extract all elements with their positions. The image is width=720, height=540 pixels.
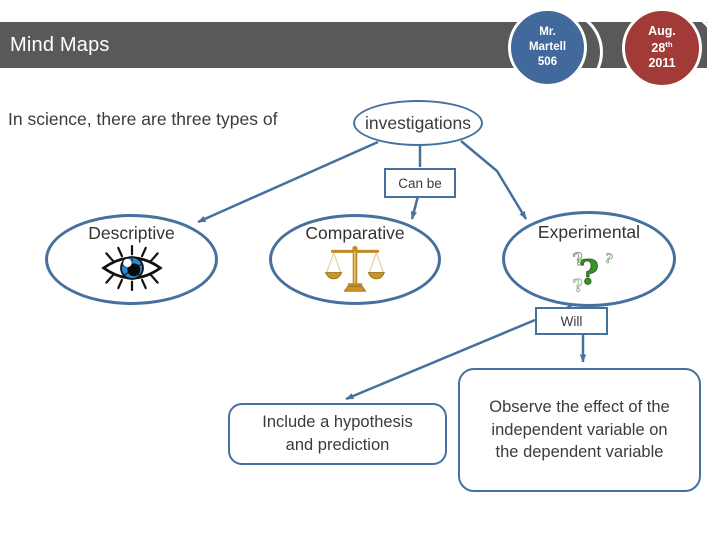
svg-text:?: ? (579, 253, 599, 293)
date-badge-year: 2011 (648, 56, 676, 71)
date-badge-month: Aug. (648, 23, 676, 38)
node-descriptive-label: Descriptive (88, 223, 175, 243)
ordinal-suffix: th (665, 39, 673, 49)
node-descriptive: Descriptive (45, 214, 218, 305)
node-comparative-label: Comparative (305, 223, 405, 243)
date-badge: Aug. 28th 2011 (622, 8, 702, 88)
svg-text:?: ? (572, 276, 585, 294)
teacher-badge-line3: 506 (537, 55, 558, 68)
node-comparative: Comparative (269, 214, 441, 305)
node-experimental-label: Experimental (537, 222, 641, 242)
connector-label-will: Will (535, 307, 608, 335)
balance-scale-icon (323, 245, 387, 293)
teacher-badge-line2: Martell (528, 41, 567, 54)
date-badge-day: 28th (651, 39, 673, 55)
question-marks-icon: ? ? ? ? (565, 244, 615, 298)
svg-text:?: ? (603, 251, 613, 267)
node-observe-box: Observe the effect of the independent va… (458, 368, 701, 492)
slide-title: Mind Maps (10, 34, 110, 56)
node-investigations: investigations (353, 100, 483, 146)
teacher-badge: Mr. Martell 506 (508, 8, 587, 87)
intro-sentence: In science, there are three types of (8, 109, 278, 129)
node-hypothesis-box: Include a hypothesis and prediction (228, 403, 447, 465)
node-investigations-label: investigations (364, 112, 472, 133)
eye-icon (100, 244, 164, 292)
teacher-badge-line1: Mr. (539, 26, 556, 39)
node-experimental: Experimental ? ? ? ? (502, 211, 676, 307)
connector-label-can-be: Can be (384, 168, 456, 198)
